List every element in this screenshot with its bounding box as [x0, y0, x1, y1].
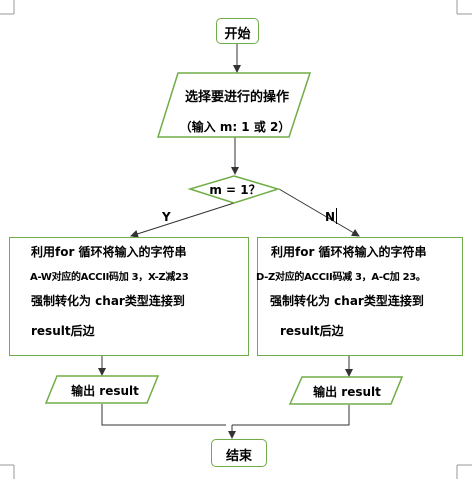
start-label: 开始 — [224, 27, 251, 42]
input-label-line2: （输入 m: 1 或 2） — [179, 120, 291, 134]
connector-left-output-end — [101, 404, 226, 426]
input-parallelogram — [156, 72, 312, 138]
start-node: 开始 — [216, 18, 259, 44]
left-output-parallelogram — [44, 375, 160, 404]
cursor-mark — [336, 208, 337, 224]
right-process-line3: 强制转化为 char类型连接到 — [270, 294, 424, 308]
left-output-label: 输出 result — [71, 384, 139, 398]
end-label: 结束 — [225, 449, 252, 464]
left-process-box: 利用for 循环将输入的字符串 A-W对应的ACCII码加 3，X-Z减23 强… — [9, 237, 249, 356]
right-process-line1: 利用for 循环将输入的字符串 — [271, 245, 427, 259]
left-process-line2: A-W对应的ACCII码加 3，X-Z减23 — [30, 272, 189, 283]
decision-diamond — [187, 175, 281, 204]
connector-decision-yes — [130, 202, 235, 238]
end-node: 结束 — [211, 439, 267, 467]
left-process-line1: 利用for 循环将输入的字符串 — [31, 245, 187, 259]
right-process-line4: result后边 — [280, 324, 344, 338]
connector-decision-no — [278, 188, 360, 237]
yes-label: Y — [162, 210, 171, 224]
right-process-line2: D-Z对应的ACCII码减 3，A-C加 23。 — [256, 272, 426, 283]
no-label: N — [325, 210, 336, 224]
right-process-box: 利用for 循环将输入的字符串 D-Z对应的ACCII码减 3，A-C加 23。… — [256, 237, 463, 356]
left-process-line4: result后边 — [31, 324, 95, 338]
right-output-label: 输出 result — [313, 385, 381, 399]
left-process-line3: 强制转化为 char类型连接到 — [31, 294, 185, 308]
input-label-line1: 选择要进行的操作 — [184, 90, 289, 105]
connector-right-output-end — [232, 405, 350, 426]
decision-label: m = 1？ — [209, 183, 261, 197]
right-output-parallelogram — [288, 376, 404, 405]
